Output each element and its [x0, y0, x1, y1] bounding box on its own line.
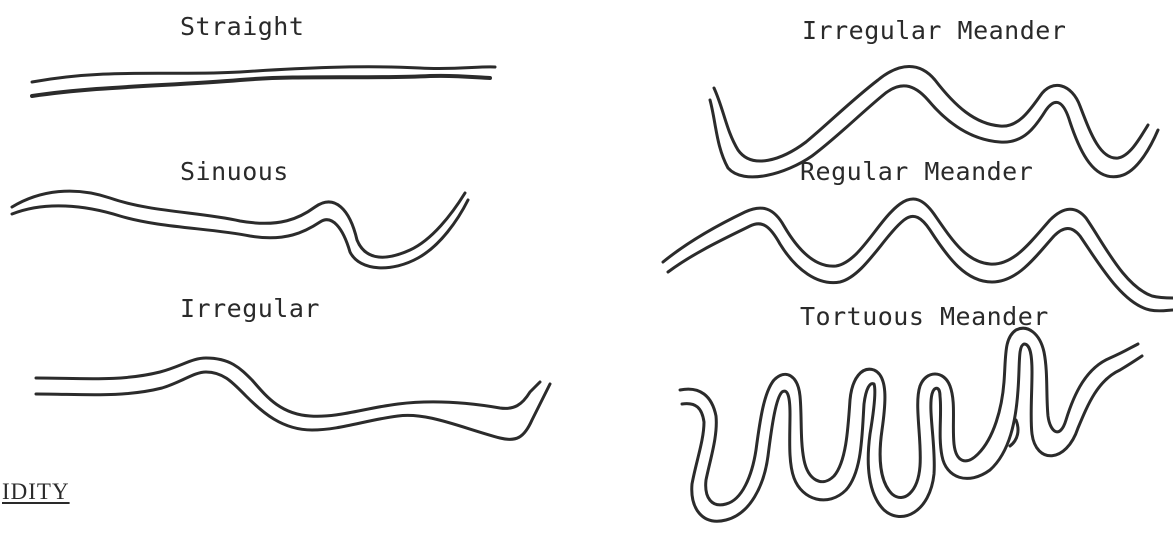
irregular-channel: [36, 358, 550, 439]
irregular-meander-channel: [710, 67, 1158, 177]
sinuous-channel: [12, 191, 468, 268]
regular-meander-channel: [663, 199, 1173, 311]
tortuous-meander-channel: [680, 328, 1142, 521]
straight-channel: [32, 67, 495, 96]
